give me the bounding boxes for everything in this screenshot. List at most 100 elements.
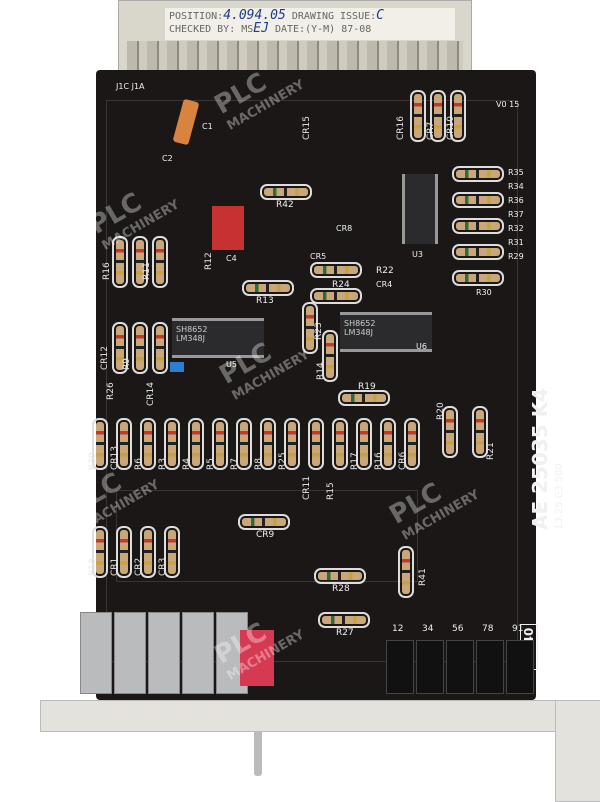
resistor <box>112 236 128 288</box>
resistor-label: R34 <box>508 182 524 191</box>
resistor <box>238 514 290 530</box>
resistor <box>356 418 372 470</box>
trace <box>106 100 518 662</box>
resistor <box>132 236 148 288</box>
resistor <box>452 218 504 234</box>
resistor-label: CR6 <box>398 451 408 470</box>
resistor <box>188 418 204 470</box>
drawing-issue-label: DRAWING ISSUE: <box>291 11 377 22</box>
relay <box>80 612 112 694</box>
relay <box>114 612 146 694</box>
resistor <box>452 270 504 286</box>
jumper[interactable] <box>416 640 444 694</box>
capacitor-label: C2 <box>162 154 173 163</box>
resistor-label: CR14 <box>146 382 156 406</box>
resistor-label: R42 <box>276 200 294 210</box>
resistor-label: CR12 <box>100 346 110 370</box>
checked-initials: EJ <box>253 21 269 36</box>
resistor-label: R11 <box>142 262 152 280</box>
date-label: DATE:(Y-M) 87-08 <box>274 24 372 35</box>
resistor <box>212 418 228 470</box>
resistor <box>260 418 276 470</box>
resistor-label: R23 <box>314 322 324 340</box>
resistor-label: R18 <box>88 558 98 576</box>
resistor <box>430 90 446 142</box>
resistor-label: R19 <box>358 382 376 392</box>
chip-ref: U3 <box>412 250 423 259</box>
resistor <box>152 236 168 288</box>
drawing-issue-value: C <box>376 8 384 23</box>
resistor <box>380 418 396 470</box>
resistor <box>260 184 312 200</box>
capacitor-c4 <box>212 206 244 250</box>
resistor <box>116 418 132 470</box>
resistor-label: R16 <box>102 262 112 280</box>
resistor <box>310 262 362 278</box>
diode-label: CR4 <box>376 280 393 289</box>
resistor-label: CR9 <box>256 530 275 540</box>
resistor-label: R41 <box>418 568 428 586</box>
resistor-label: CR11 <box>302 476 312 500</box>
blue-capacitor <box>170 362 184 372</box>
resistor <box>92 418 108 470</box>
resistor-label: CR3 <box>158 557 168 576</box>
jumper-label: 56 <box>452 624 464 634</box>
chip-ref: U6 <box>416 342 427 351</box>
resistor <box>410 90 426 142</box>
jumper[interactable] <box>386 640 414 694</box>
resistor-label: R8 <box>254 458 264 470</box>
resistor-label: R13 <box>256 296 274 306</box>
resistor <box>92 526 108 578</box>
jumper[interactable] <box>446 640 474 694</box>
resistor <box>338 390 390 406</box>
resistor <box>452 166 504 182</box>
resistor-label: R9 <box>122 358 132 370</box>
jumper[interactable] <box>506 640 534 694</box>
resistor-label: R39 <box>88 452 98 470</box>
diode-label: CR5 <box>310 252 327 261</box>
jumper[interactable] <box>476 640 504 694</box>
chip-text: LM348J <box>176 334 205 343</box>
resistor <box>116 526 132 578</box>
resistor-label: R20 <box>436 402 446 420</box>
resistor <box>164 526 180 578</box>
front-panel-handle <box>555 700 600 802</box>
resistor-label: R22 <box>376 266 394 276</box>
chip-text: SH8652 <box>176 325 208 334</box>
resistor <box>472 406 488 458</box>
chip-text: LM348J <box>344 328 373 337</box>
resistor <box>310 288 362 304</box>
resistor-label: R21 <box>486 442 496 460</box>
jumper-label: 34 <box>422 624 434 634</box>
diode-label: CR10 <box>446 116 456 140</box>
resistor-label: R36 <box>508 196 524 205</box>
resistor-label: R37 <box>508 210 524 219</box>
resistor-label: R16 <box>374 452 384 470</box>
resistor <box>112 322 128 374</box>
resistor <box>442 406 458 458</box>
capacitor-label: C4 <box>226 254 237 263</box>
resistor-label: R30 <box>476 288 492 297</box>
toggle-switch-lever[interactable] <box>254 730 262 776</box>
resistor <box>236 418 252 470</box>
resistor <box>398 546 414 598</box>
resistor <box>314 568 366 584</box>
vo-label: V0 15 <box>496 100 520 109</box>
diode-label: CR15 <box>302 116 312 140</box>
resistor <box>332 418 348 470</box>
checked-label: CHECKED BY: MS <box>169 24 254 35</box>
connector-label: J1C J1A <box>116 82 145 91</box>
resistor-label: R17 <box>350 452 360 470</box>
resistor <box>450 90 466 142</box>
relay <box>148 612 180 694</box>
front-panel <box>40 700 562 732</box>
trace <box>116 490 418 582</box>
relay <box>182 612 214 694</box>
resistor <box>132 322 148 374</box>
resistor <box>322 330 338 382</box>
resistor-label: R35 <box>508 168 524 177</box>
resistor <box>318 612 370 628</box>
